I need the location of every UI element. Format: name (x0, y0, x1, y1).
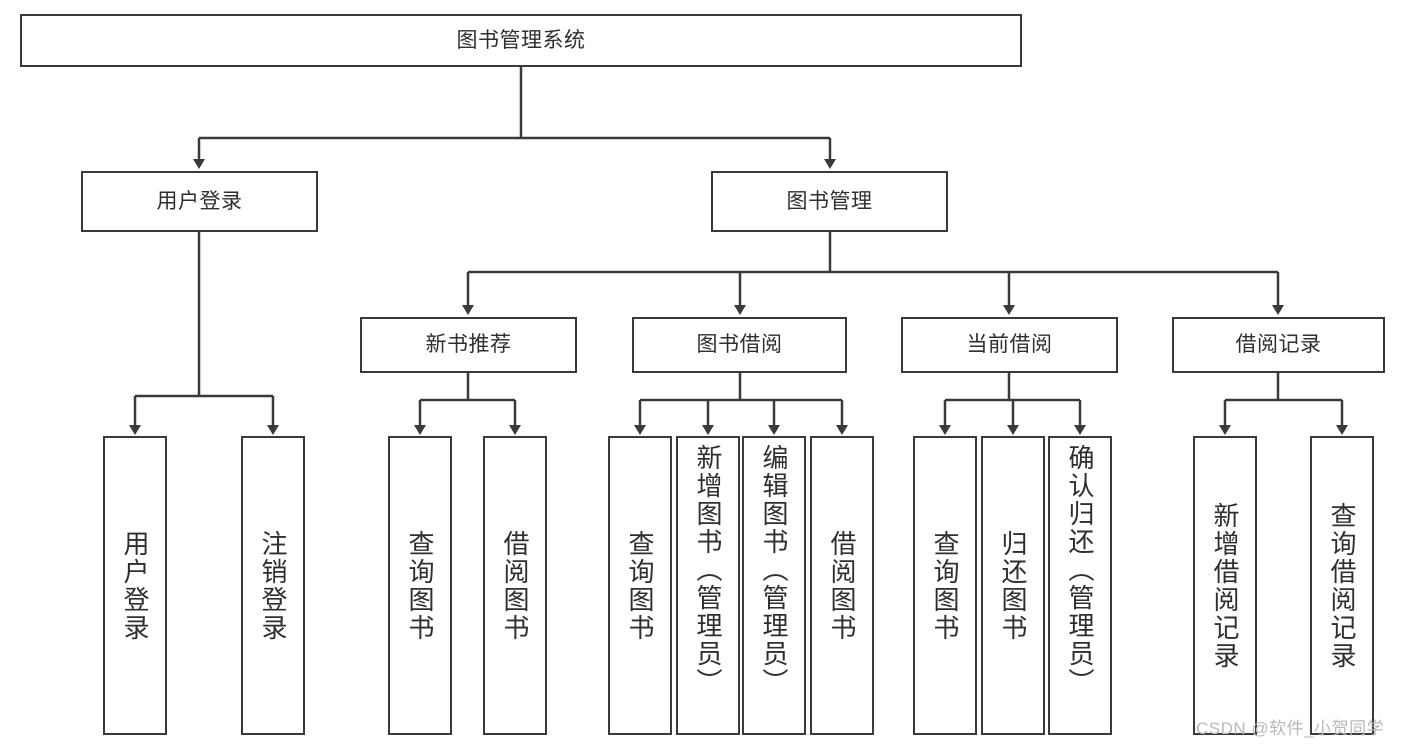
node-leaf-query-book-1[interactable]: 查询图书 (388, 436, 452, 735)
node-leaf-logout-label: 注销登录 (258, 529, 288, 642)
node-leaf-query-book-3-label: 查询图书 (930, 529, 960, 642)
node-leaf-edit-book-label: 编辑图书（管理员） (759, 444, 789, 696)
node-leaf-borrow-book-2-label: 借阅图书 (827, 529, 857, 642)
node-user-login-label: 用户登录 (156, 189, 243, 213)
node-leaf-borrow-book-1[interactable]: 借阅图书 (483, 436, 547, 735)
node-book-manage[interactable]: 图书管理 (711, 171, 948, 232)
node-leaf-query-book-2[interactable]: 查询图书 (608, 436, 672, 735)
node-leaf-query-record[interactable]: 查询借阅记录 (1310, 436, 1374, 735)
node-user-login[interactable]: 用户登录 (81, 171, 318, 232)
node-book-manage-label: 图书管理 (786, 189, 873, 213)
node-leaf-user-login[interactable]: 用户登录 (103, 436, 167, 735)
node-leaf-edit-book[interactable]: 编辑图书（管理员） (742, 436, 806, 735)
node-leaf-borrow-book-1-label: 借阅图书 (500, 529, 530, 642)
node-current-borrow[interactable]: 当前借阅 (901, 317, 1118, 373)
node-leaf-query-book-3[interactable]: 查询图书 (913, 436, 977, 735)
node-leaf-query-record-label: 查询借阅记录 (1327, 501, 1357, 670)
node-leaf-query-book-2-label: 查询图书 (625, 529, 655, 642)
node-new-book-rec[interactable]: 新书推荐 (360, 317, 577, 373)
node-borrow-record[interactable]: 借阅记录 (1172, 317, 1385, 373)
node-leaf-add-record[interactable]: 新增借阅记录 (1193, 436, 1257, 735)
node-current-borrow-label: 当前借阅 (966, 333, 1053, 357)
node-root[interactable]: 图书管理系统 (20, 14, 1022, 67)
node-book-borrow[interactable]: 图书借阅 (632, 317, 847, 373)
node-leaf-query-book-1-label: 查询图书 (405, 529, 435, 642)
node-borrow-record-label: 借阅记录 (1235, 333, 1322, 357)
node-leaf-add-book-label: 新增图书（管理员） (693, 444, 723, 696)
node-leaf-confirm-return[interactable]: 确认归还（管理员） (1048, 436, 1112, 735)
node-leaf-add-book[interactable]: 新增图书（管理员） (676, 436, 740, 735)
node-leaf-borrow-book-2[interactable]: 借阅图书 (810, 436, 874, 735)
node-leaf-user-login-label: 用户登录 (120, 529, 150, 642)
node-leaf-add-record-label: 新增借阅记录 (1210, 501, 1240, 670)
node-leaf-confirm-return-label: 确认归还（管理员） (1065, 444, 1095, 696)
node-leaf-logout[interactable]: 注销登录 (241, 436, 305, 735)
node-book-borrow-label: 图书借阅 (696, 333, 783, 357)
node-leaf-return-book[interactable]: 归还图书 (981, 436, 1045, 735)
node-root-label: 图书管理系统 (456, 28, 586, 52)
node-leaf-return-book-label: 归还图书 (998, 529, 1028, 642)
node-new-book-rec-label: 新书推荐 (425, 333, 512, 357)
